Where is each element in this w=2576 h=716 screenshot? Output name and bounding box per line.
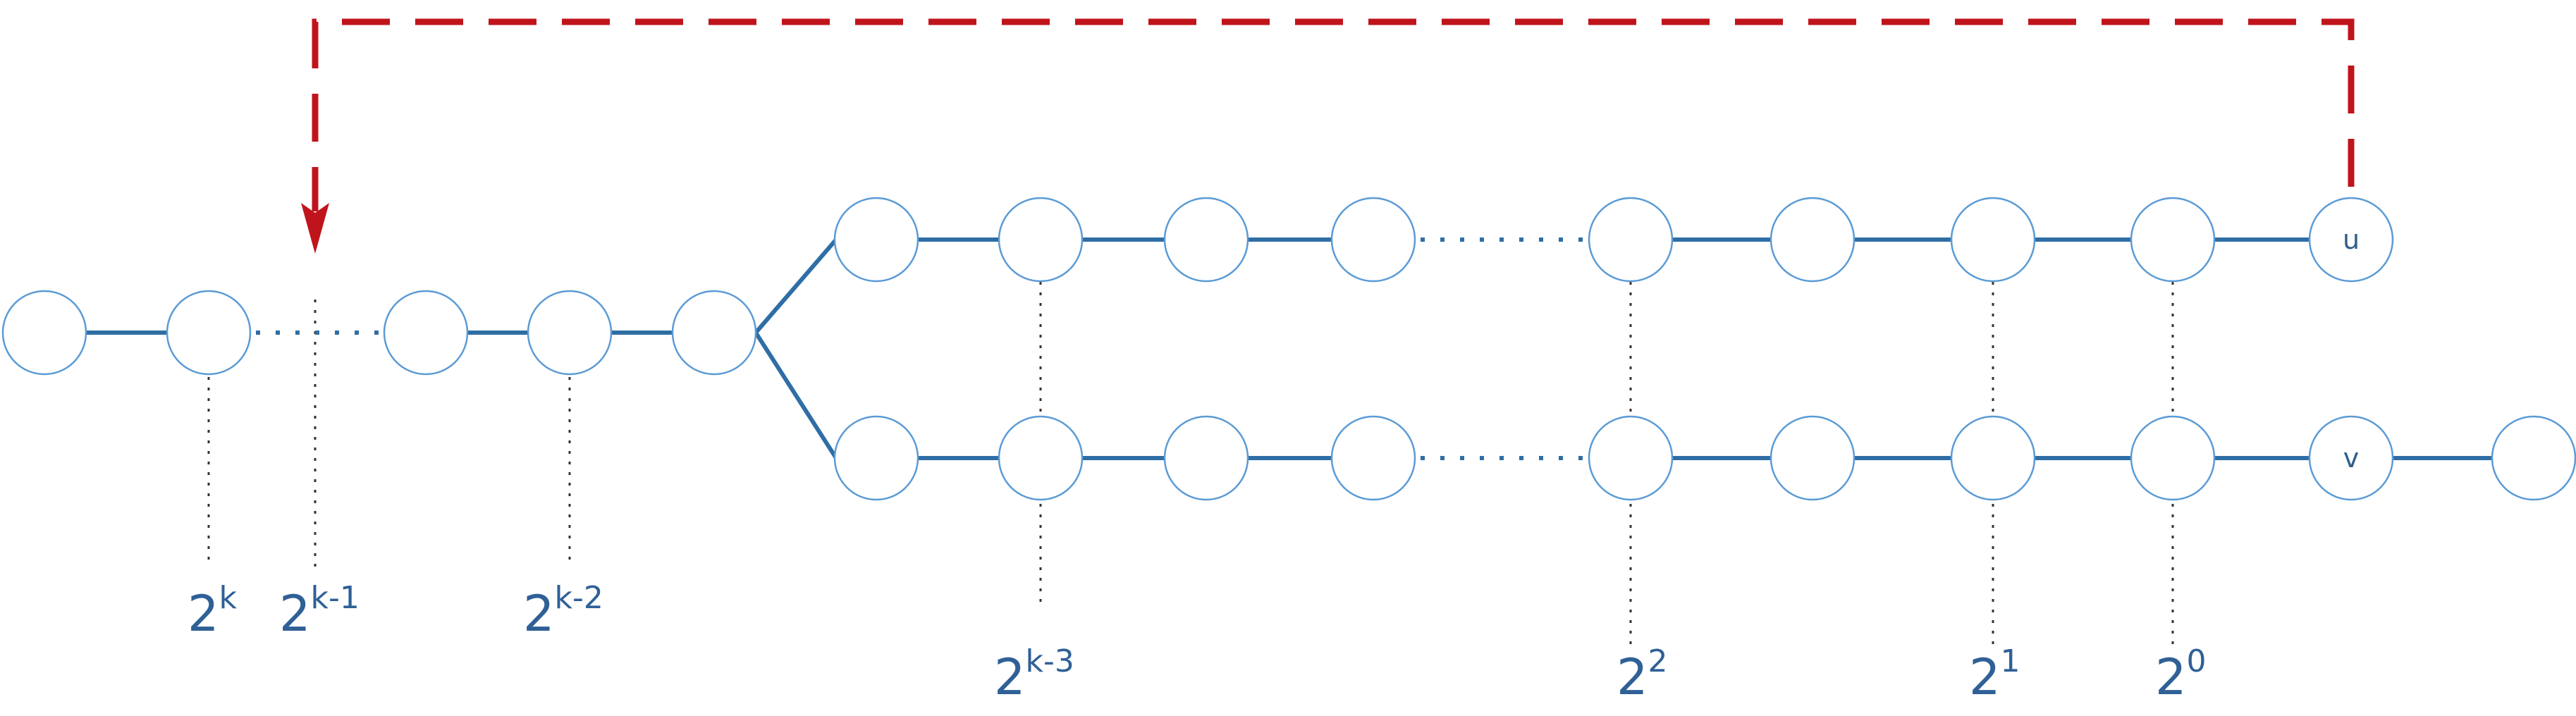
arrow-head-icon [301, 203, 329, 254]
tree-node [833, 197, 919, 283]
edge-branch-lower [754, 331, 838, 459]
arrow-line [312, 18, 2355, 211]
tree-node-branch [671, 290, 757, 376]
level-label-2k-1: 2k-1 [279, 580, 360, 643]
tree-node [998, 415, 1084, 501]
tree-node [1330, 415, 1416, 501]
level-base: 2 [279, 585, 311, 643]
tree-node [2130, 197, 2216, 283]
level-label-2k-3: 2k-3 [994, 643, 1074, 706]
redirect-arrow [301, 18, 2355, 254]
tree-node [1770, 415, 1856, 501]
level-label-20: 20 [2155, 643, 2207, 706]
tree-node [166, 290, 252, 376]
tree-node [1588, 415, 1674, 501]
tree-node [1770, 197, 1856, 283]
level-exponent: k-1 [311, 580, 360, 616]
level-exponent: k [219, 580, 238, 616]
tree-node-v [2308, 415, 2394, 501]
tree-node [1, 290, 87, 376]
tree-node [383, 290, 469, 376]
nodes [1, 197, 2576, 501]
level-base: 2 [523, 585, 555, 643]
tree-node [833, 415, 919, 501]
level-exponent: 1 [2001, 643, 2020, 679]
tree-node [1950, 197, 2036, 283]
edges [85, 237, 2492, 460]
level-label-2k-2: 2k-2 [523, 580, 603, 643]
level-base: 2 [1969, 648, 2001, 706]
level-label-22: 22 [1617, 643, 1668, 706]
tree-node [1950, 415, 2036, 501]
level-base: 2 [994, 648, 1026, 706]
level-exponent: 2 [1648, 643, 1668, 679]
node-label-u: u [2343, 224, 2360, 255]
node-label-v: v [2343, 443, 2360, 474]
tree-node [2130, 415, 2216, 501]
tree-node-u [2308, 197, 2394, 283]
level-exponent: 0 [2187, 643, 2207, 679]
tree-node [2491, 415, 2576, 501]
level-base: 2 [1617, 648, 1648, 706]
tree-node [1163, 197, 1249, 283]
tree-node [998, 197, 1084, 283]
level-exponent: k-2 [555, 580, 603, 616]
tree-node [1330, 197, 1416, 283]
tree-node [1163, 415, 1249, 501]
tree-node [527, 290, 613, 376]
level-label-21: 21 [1969, 643, 2020, 706]
level-label-2k: 2k [188, 580, 238, 643]
level-base: 2 [2155, 648, 2187, 706]
tree-node [1588, 197, 1674, 283]
level-exponent: k-3 [1026, 643, 1074, 679]
level-labels: 2k 2k-1 2k-2 2k-3 22 21 20 [188, 580, 2207, 706]
edge-branch-upper [754, 238, 838, 334]
level-base: 2 [188, 585, 219, 643]
